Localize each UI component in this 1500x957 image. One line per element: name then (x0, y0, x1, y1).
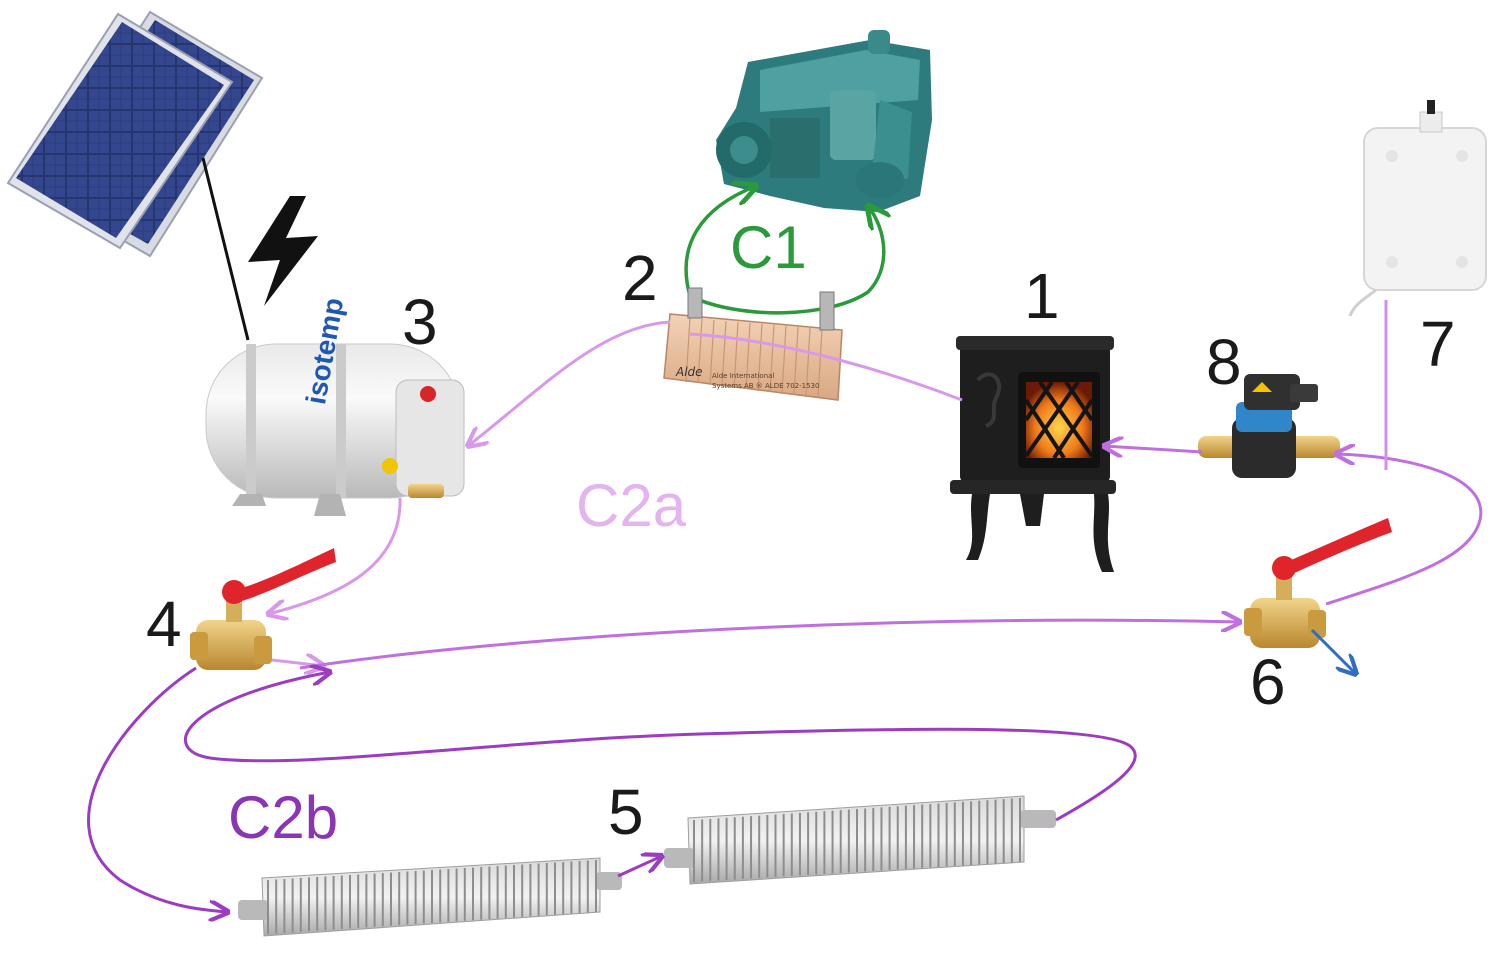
radiator-right (664, 795, 1056, 885)
exchanger-text-line1: Alde International (712, 372, 774, 380)
label-stove: 1 (1024, 260, 1060, 332)
circuit-label-c1: C1 (730, 214, 807, 281)
c2b-pipe (617, 856, 662, 878)
c2a-pipe (1104, 446, 1203, 452)
circuit-label-c2b: C2b (228, 784, 338, 851)
exchanger-brand: Alde (675, 365, 703, 379)
label-radiators: 5 (608, 776, 644, 848)
circuit-label-c2a: C2a (576, 472, 687, 539)
label-expansion-tank: 7 (1420, 308, 1456, 380)
drain-arrow (1310, 628, 1356, 674)
diesel-engine-icon (716, 30, 932, 212)
label-water-heater: 3 (402, 286, 438, 358)
c1-pipe (684, 186, 756, 297)
radiator-left (238, 857, 622, 937)
circulation-pump (1198, 374, 1340, 478)
c2a-pipe (468, 320, 671, 446)
plate-heat-exchanger: Alde Alde International Systems AB ® ALD… (663, 287, 843, 401)
expansion-tank (1348, 100, 1487, 317)
solar-panel-icon (6, 10, 264, 258)
water-heater-tank: isotemp (205, 295, 465, 516)
c2b-pipe (87, 666, 228, 912)
label-heat-exchanger: 2 (622, 242, 658, 314)
wood-stove (950, 336, 1116, 572)
lightning-bolt-icon (248, 196, 318, 306)
c1-pipe (689, 206, 884, 315)
c2a-pipe (1325, 454, 1483, 606)
exchanger-text-line2: Systems AB ® ALDE 702-1530 (712, 382, 819, 390)
label-valve-right: 6 (1250, 646, 1286, 718)
three-way-valve-right (1244, 518, 1392, 648)
label-valve-left: 4 (146, 588, 182, 660)
solar-cable (201, 157, 250, 341)
c2b-pipe (184, 672, 1137, 822)
c2a-pipe (689, 332, 963, 402)
c2a-pipe (299, 620, 1240, 670)
c2a-pipe (268, 497, 402, 614)
three-way-valve-left (190, 548, 336, 670)
label-pump: 8 (1206, 326, 1242, 398)
